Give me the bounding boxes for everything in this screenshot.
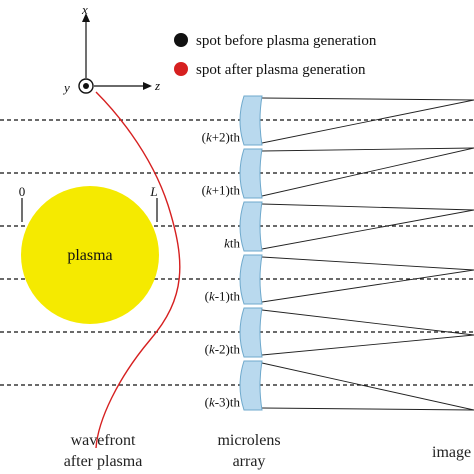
plasma-right-marker: L	[149, 184, 157, 199]
plasma-left-marker: 0	[19, 184, 26, 199]
row-label-4: (k-2)th	[205, 342, 241, 357]
ray-bottom-0	[261, 99, 474, 144]
ray-top-0	[261, 97, 474, 101]
wavefront-caption-line2: after plasma	[64, 453, 143, 470]
plasma-label: plasma	[67, 247, 112, 264]
row-label-0: (k+2)th	[202, 130, 241, 145]
microlens-1	[239, 148, 263, 199]
wavefront-caption-line1: wavefront	[71, 432, 136, 449]
ray-bottom-1	[261, 147, 474, 197]
row-label-3: (k-1)th	[205, 289, 241, 304]
x-axis-arrowhead	[82, 13, 90, 22]
legend-marker-before	[174, 33, 188, 47]
row-label-1: (k+1)th	[202, 183, 241, 198]
row-label-5: (k-3)th	[205, 395, 241, 410]
wavefront-curve	[95, 91, 181, 449]
image-caption: image	[432, 444, 471, 461]
coordinate-axes: x y z	[62, 2, 160, 95]
ray-top-1	[261, 147, 474, 152]
ray-bottom-5	[261, 407, 474, 411]
microlens-5	[239, 360, 263, 411]
microlens-caption-line2: array	[233, 453, 266, 470]
z-axis-arrowhead	[143, 82, 152, 90]
light-rays	[261, 97, 474, 411]
legend-text-after: spot after plasma generation	[196, 62, 366, 78]
ray-bottom-4	[261, 334, 474, 356]
microlens-2	[239, 201, 263, 252]
row-label-2: kth	[224, 236, 240, 251]
microlens-3	[239, 254, 263, 305]
ray-bottom-2	[261, 209, 474, 250]
row-labels: (k+2)th (k+1)th kth (k-1)th (k-2)th (k-3)th	[202, 130, 241, 410]
microlens-4	[239, 307, 263, 358]
y-axis-dot	[83, 83, 89, 89]
ray-bottom-3	[261, 269, 474, 303]
x-axis-label: x	[81, 2, 88, 17]
z-axis-label: z	[154, 78, 160, 93]
microlens-0	[239, 95, 263, 146]
ray-top-5	[261, 362, 474, 411]
ray-top-3	[261, 256, 474, 271]
microlens-caption-line1: microlens	[217, 432, 280, 449]
plasma-circle	[21, 186, 159, 324]
microlens-array	[239, 95, 263, 411]
y-axis-outer-ring	[78, 78, 94, 94]
ray-top-2	[261, 203, 474, 211]
ray-top-4	[261, 309, 474, 336]
y-axis-label: y	[62, 80, 70, 95]
legend-marker-after	[174, 62, 188, 76]
legend-text-before: spot before plasma generation	[196, 33, 377, 49]
